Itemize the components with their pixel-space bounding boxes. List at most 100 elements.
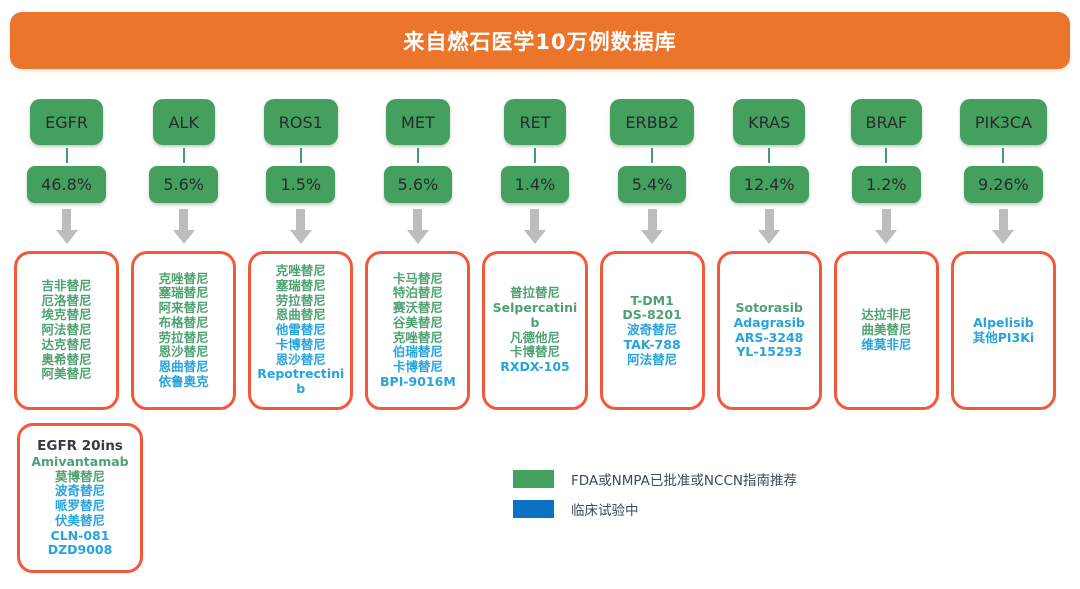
drug-item: 布格替尼 <box>158 314 209 330</box>
down-arrow-icon <box>289 209 312 247</box>
drug-item: ARS-3248 <box>735 329 804 345</box>
drug-item: 曲美替尼 <box>861 322 912 338</box>
drug-item: 克唑替尼 <box>392 329 443 345</box>
gene-column-braf: BRAF 1.2% 达拉非尼曲美替尼维莫非尼 <box>833 99 939 410</box>
drug-item: 达克替尼 <box>41 336 92 352</box>
drug-item: 卡博替尼 <box>275 336 326 352</box>
drug-item: Alpelisib <box>973 314 1034 330</box>
connector-line <box>533 148 536 163</box>
drug-list-braf: 达拉非尼曲美替尼维莫非尼 <box>833 251 939 410</box>
down-arrow-icon <box>875 209 898 247</box>
down-arrow-icon <box>523 209 546 247</box>
drug-item: 吉非替尼 <box>41 277 92 293</box>
arrow-shaft <box>998 209 1008 230</box>
drug-item: 哌罗替尼 <box>54 498 105 514</box>
drug-item: 谷美替尼 <box>392 314 443 330</box>
down-arrow-icon <box>406 209 429 247</box>
frequency-egfr: 46.8% <box>27 166 106 203</box>
drug-item: 劳拉替尼 <box>275 292 326 308</box>
gene-label-erbb2: ERBB2 <box>610 99 694 145</box>
arrow-shaft <box>764 209 774 230</box>
legend-swatch-approved <box>513 470 554 488</box>
legend-label-trial: 临床试验中 <box>571 503 639 519</box>
drug-item: T-DM1 <box>630 292 674 308</box>
gene-label-braf: BRAF <box>850 99 923 145</box>
drug-item: 恩曲替尼 <box>275 307 326 323</box>
drug-item: 他雷替尼 <box>275 322 326 338</box>
drug-item: 卡马替尼 <box>392 270 443 286</box>
drug-item: 阿法替尼 <box>627 351 678 367</box>
frequency-erbb2: 5.4% <box>617 166 687 203</box>
gene-label-ros1: ROS1 <box>263 99 338 145</box>
drug-item: 厄洛替尼 <box>41 292 92 308</box>
arrow-shaft <box>647 209 657 230</box>
drug-item: 奥希替尼 <box>41 351 92 367</box>
drug-item: 塞瑞替尼 <box>275 277 326 293</box>
drug-item: Selpercatinib <box>492 300 578 330</box>
drug-list-egfr: 吉非替尼厄洛替尼埃克替尼阿法替尼达克替尼奥希替尼阿美替尼 <box>14 251 120 410</box>
connector-line <box>885 148 888 163</box>
drug-item: 达拉非尼 <box>861 307 912 323</box>
down-arrow-icon <box>641 209 664 247</box>
arrow-shaft <box>62 209 72 230</box>
drug-item: BPI-9016M <box>380 373 456 389</box>
arrow-head <box>172 230 195 244</box>
frequency-kras: 12.4% <box>729 166 809 203</box>
down-arrow-icon <box>992 209 1015 247</box>
title-banner: 来自燃石医学10万例数据库 <box>10 12 1070 69</box>
drug-item: 依鲁奥克 <box>158 373 209 389</box>
drug-item: 普拉替尼 <box>509 285 560 301</box>
drug-item: 恩曲替尼 <box>158 359 209 374</box>
drug-item: YL-15293 <box>736 344 803 360</box>
drug-item: 特泊替尼 <box>392 285 443 301</box>
legend-label-approved: FDA或NMPA已批准或NCCN指南推荐 <box>571 473 797 489</box>
drug-list-alk: 克唑替尼塞瑞替尼阿来替尼布格替尼劳拉替尼恩沙替尼恩曲替尼依鲁奥克 <box>131 251 237 410</box>
down-arrow-icon <box>172 209 195 247</box>
drug-item: 塞瑞替尼 <box>158 285 209 301</box>
gene-label-ret: RET <box>503 99 566 145</box>
drug-item: 伯瑞替尼 <box>392 344 443 360</box>
drug-item: 埃克替尼 <box>41 307 92 323</box>
frequency-ret: 1.4% <box>500 166 570 203</box>
connector-line <box>1002 148 1005 163</box>
arrow-shaft <box>179 209 189 230</box>
drug-item: 波奇替尼 <box>54 483 105 499</box>
down-arrow-icon <box>55 209 78 247</box>
frequency-braf: 1.2% <box>851 166 921 203</box>
gene-label-met: MET <box>386 99 450 145</box>
drug-item: DZD9008 <box>47 542 113 558</box>
egfr-20ins-title: EGFR 20ins <box>37 437 123 454</box>
frequency-ros1: 1.5% <box>266 166 336 203</box>
drug-item: Amivantamab <box>31 453 129 469</box>
arrow-shaft <box>413 209 423 230</box>
gene-label-alk: ALK <box>152 99 215 145</box>
drug-item: 阿来替尼 <box>158 300 209 315</box>
drug-item: 阿美替尼 <box>41 366 92 382</box>
drug-item: 恩沙替尼 <box>158 344 209 360</box>
connector-line <box>65 148 68 163</box>
arrow-head <box>55 230 78 244</box>
arrow-shaft <box>530 209 540 230</box>
drug-item: 莫博替尼 <box>54 468 105 484</box>
drug-item: RXDX-105 <box>500 359 570 374</box>
drug-item: 卡博替尼 <box>509 344 560 360</box>
drug-item: 卡博替尼 <box>392 359 443 374</box>
gene-label-kras: KRAS <box>733 99 806 145</box>
drug-item: 劳拉替尼 <box>158 329 209 345</box>
drug-item: 伏美替尼 <box>54 512 105 528</box>
drug-item: 维莫非尼 <box>861 336 912 352</box>
arrow-head <box>758 230 781 244</box>
